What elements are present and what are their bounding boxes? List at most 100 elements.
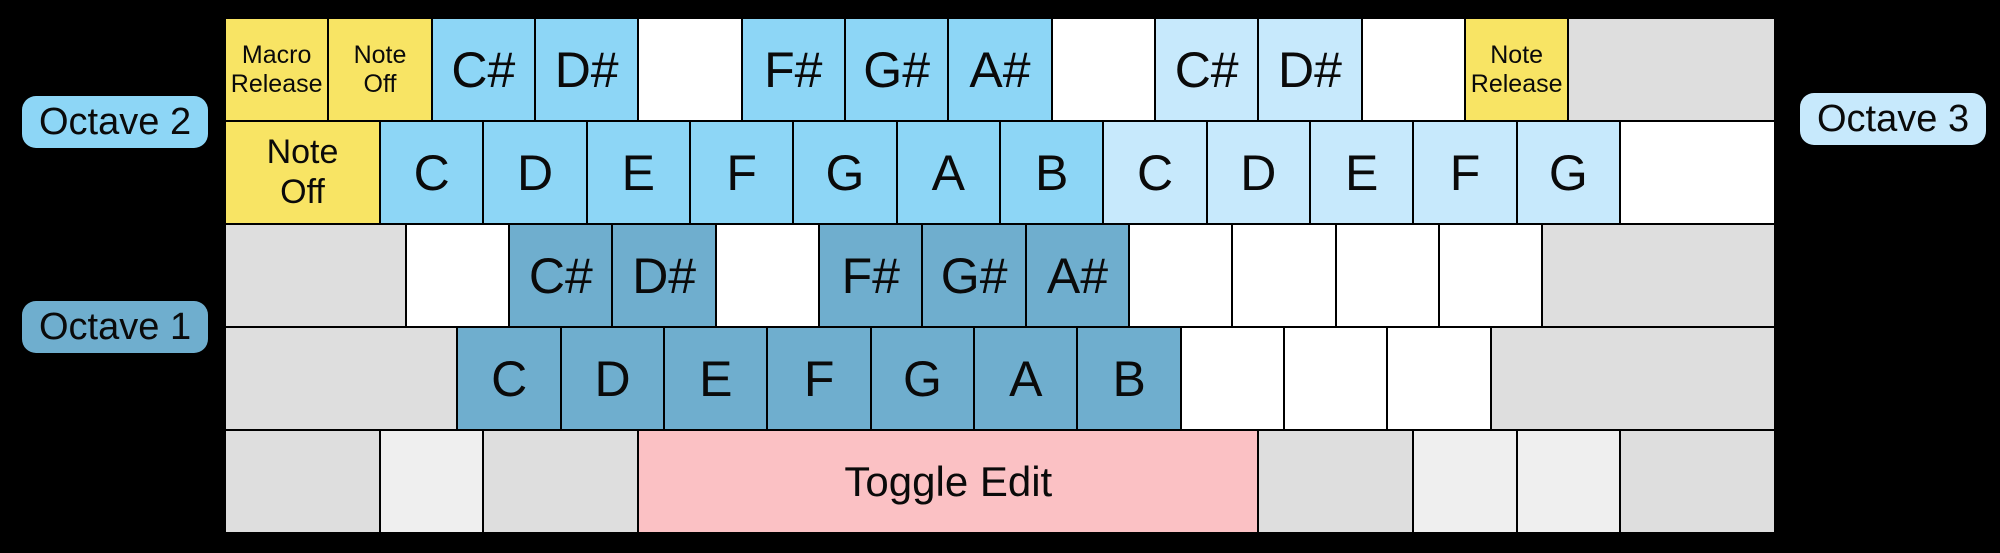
key-fsharp[interactable]: F# <box>741 18 845 121</box>
key-e[interactable]: E <box>664 327 768 430</box>
key-label: B <box>1112 350 1146 407</box>
key-label: E <box>699 350 733 407</box>
key-g[interactable]: G <box>793 121 897 224</box>
key-blank-white[interactable] <box>1439 224 1543 327</box>
key-c[interactable]: C <box>457 327 561 430</box>
key-e[interactable]: E <box>1309 121 1414 224</box>
key-blank-white[interactable] <box>1180 327 1285 430</box>
key-label: C <box>1136 144 1174 201</box>
key-g[interactable]: G <box>1516 121 1620 224</box>
key-f[interactable]: F <box>689 121 794 224</box>
key-label: E <box>621 144 655 201</box>
key-c[interactable]: C <box>379 121 484 224</box>
key-label: B <box>1034 144 1069 201</box>
key-label: D <box>516 144 554 201</box>
key-asharp[interactable]: A# <box>948 18 1052 121</box>
key-gsharp[interactable]: G# <box>922 224 1026 327</box>
key-blank-white[interactable] <box>1619 121 1775 224</box>
key-blank-gray[interactable] <box>379 430 484 533</box>
key-label: D <box>594 350 631 407</box>
key-label: D# <box>632 247 697 304</box>
key-blank-gray[interactable] <box>1619 430 1775 533</box>
key-blank-white[interactable] <box>1361 18 1465 121</box>
key-label: E <box>1344 144 1379 201</box>
key-blank-gray[interactable] <box>1516 430 1620 533</box>
key-label: C <box>413 144 450 201</box>
key-note-off[interactable]: Note Off <box>225 121 380 224</box>
key-label: F# <box>841 247 900 304</box>
key-note-off[interactable]: Note Off <box>328 18 432 121</box>
key-blank-gray[interactable] <box>225 327 458 430</box>
octave-3-label-pill: Octave 3 <box>1800 93 1987 145</box>
key-d[interactable]: D <box>483 121 587 224</box>
key-label: C# <box>1174 41 1239 98</box>
key-label: A# <box>969 41 1031 98</box>
key-label: G <box>903 350 942 407</box>
key-label: D# <box>1278 41 1342 98</box>
key-blank-white[interactable] <box>1335 224 1440 327</box>
key-b[interactable]: B <box>999 121 1104 224</box>
key-g[interactable]: G <box>870 327 975 430</box>
key-macro-release[interactable]: Macro Release <box>225 18 329 121</box>
key-label: F <box>726 144 757 201</box>
key-csharp[interactable]: C# <box>1154 18 1259 121</box>
key-blank-gray[interactable] <box>1413 430 1517 533</box>
key-d[interactable]: D <box>560 327 665 430</box>
key-b[interactable]: B <box>1077 327 1181 430</box>
key-blank-white[interactable] <box>405 224 510 327</box>
key-d[interactable]: D <box>1206 121 1310 224</box>
key-blank-gray[interactable] <box>225 224 406 327</box>
key-note-release[interactable]: Note Release <box>1464 18 1569 121</box>
key-a[interactable]: A <box>896 121 1000 224</box>
key-toggle-edit[interactable]: Toggle Edit <box>638 430 1259 533</box>
key-label: F <box>1449 144 1481 201</box>
key-e[interactable]: E <box>586 121 690 224</box>
key-label: A <box>1009 350 1043 407</box>
key-label: C# <box>451 41 516 98</box>
key-c[interactable]: C <box>1103 121 1207 224</box>
key-dsharp[interactable]: D# <box>612 224 716 327</box>
key-dsharp[interactable]: D# <box>534 18 639 121</box>
key-blank-gray[interactable] <box>225 430 380 533</box>
key-label: D <box>1240 144 1277 201</box>
key-fsharp[interactable]: F# <box>819 224 923 327</box>
key-label: Macro Release <box>230 40 323 98</box>
key-asharp[interactable]: A# <box>1025 224 1130 327</box>
key-blank-white[interactable] <box>1232 224 1336 327</box>
key-label: C <box>491 350 528 407</box>
key-label: Note Off <box>353 40 407 98</box>
key-blank-gray[interactable] <box>1490 327 1775 430</box>
key-label: A# <box>1046 247 1109 304</box>
key-label: F <box>803 350 835 407</box>
key-f[interactable]: F <box>767 327 871 430</box>
key-label: Note Off <box>266 133 339 211</box>
key-label: A <box>931 144 965 201</box>
key-blank-white[interactable] <box>1051 18 1155 121</box>
key-blank-gray[interactable] <box>1568 18 1775 121</box>
key-label: C# <box>528 247 593 304</box>
key-blank-white[interactable] <box>715 224 820 327</box>
key-blank-white[interactable] <box>1129 224 1233 327</box>
key-dsharp[interactable]: D# <box>1258 18 1362 121</box>
key-blank-gray[interactable] <box>1258 430 1414 533</box>
key-blank-white[interactable] <box>1387 327 1491 430</box>
key-label: G# <box>863 41 930 98</box>
key-blank-gray[interactable] <box>1542 224 1775 327</box>
octave-2-label-pill: Octave 2 <box>22 96 209 148</box>
key-label: G <box>1548 144 1588 201</box>
key-label: G# <box>940 247 1008 304</box>
key-label: G <box>825 144 865 201</box>
key-gsharp[interactable]: G# <box>844 18 949 121</box>
key-blank-white[interactable] <box>638 18 742 121</box>
key-f[interactable]: F <box>1413 121 1517 224</box>
key-label: Note Release <box>1470 40 1563 98</box>
key-blank-white[interactable] <box>1284 327 1388 430</box>
key-csharp[interactable]: C# <box>431 18 535 121</box>
key-csharp[interactable]: C# <box>509 224 613 327</box>
key-label: Toggle Edit <box>844 457 1053 505</box>
key-blank-gray[interactable] <box>483 430 639 533</box>
key-label: F# <box>764 41 823 98</box>
key-a[interactable]: A <box>974 327 1078 430</box>
